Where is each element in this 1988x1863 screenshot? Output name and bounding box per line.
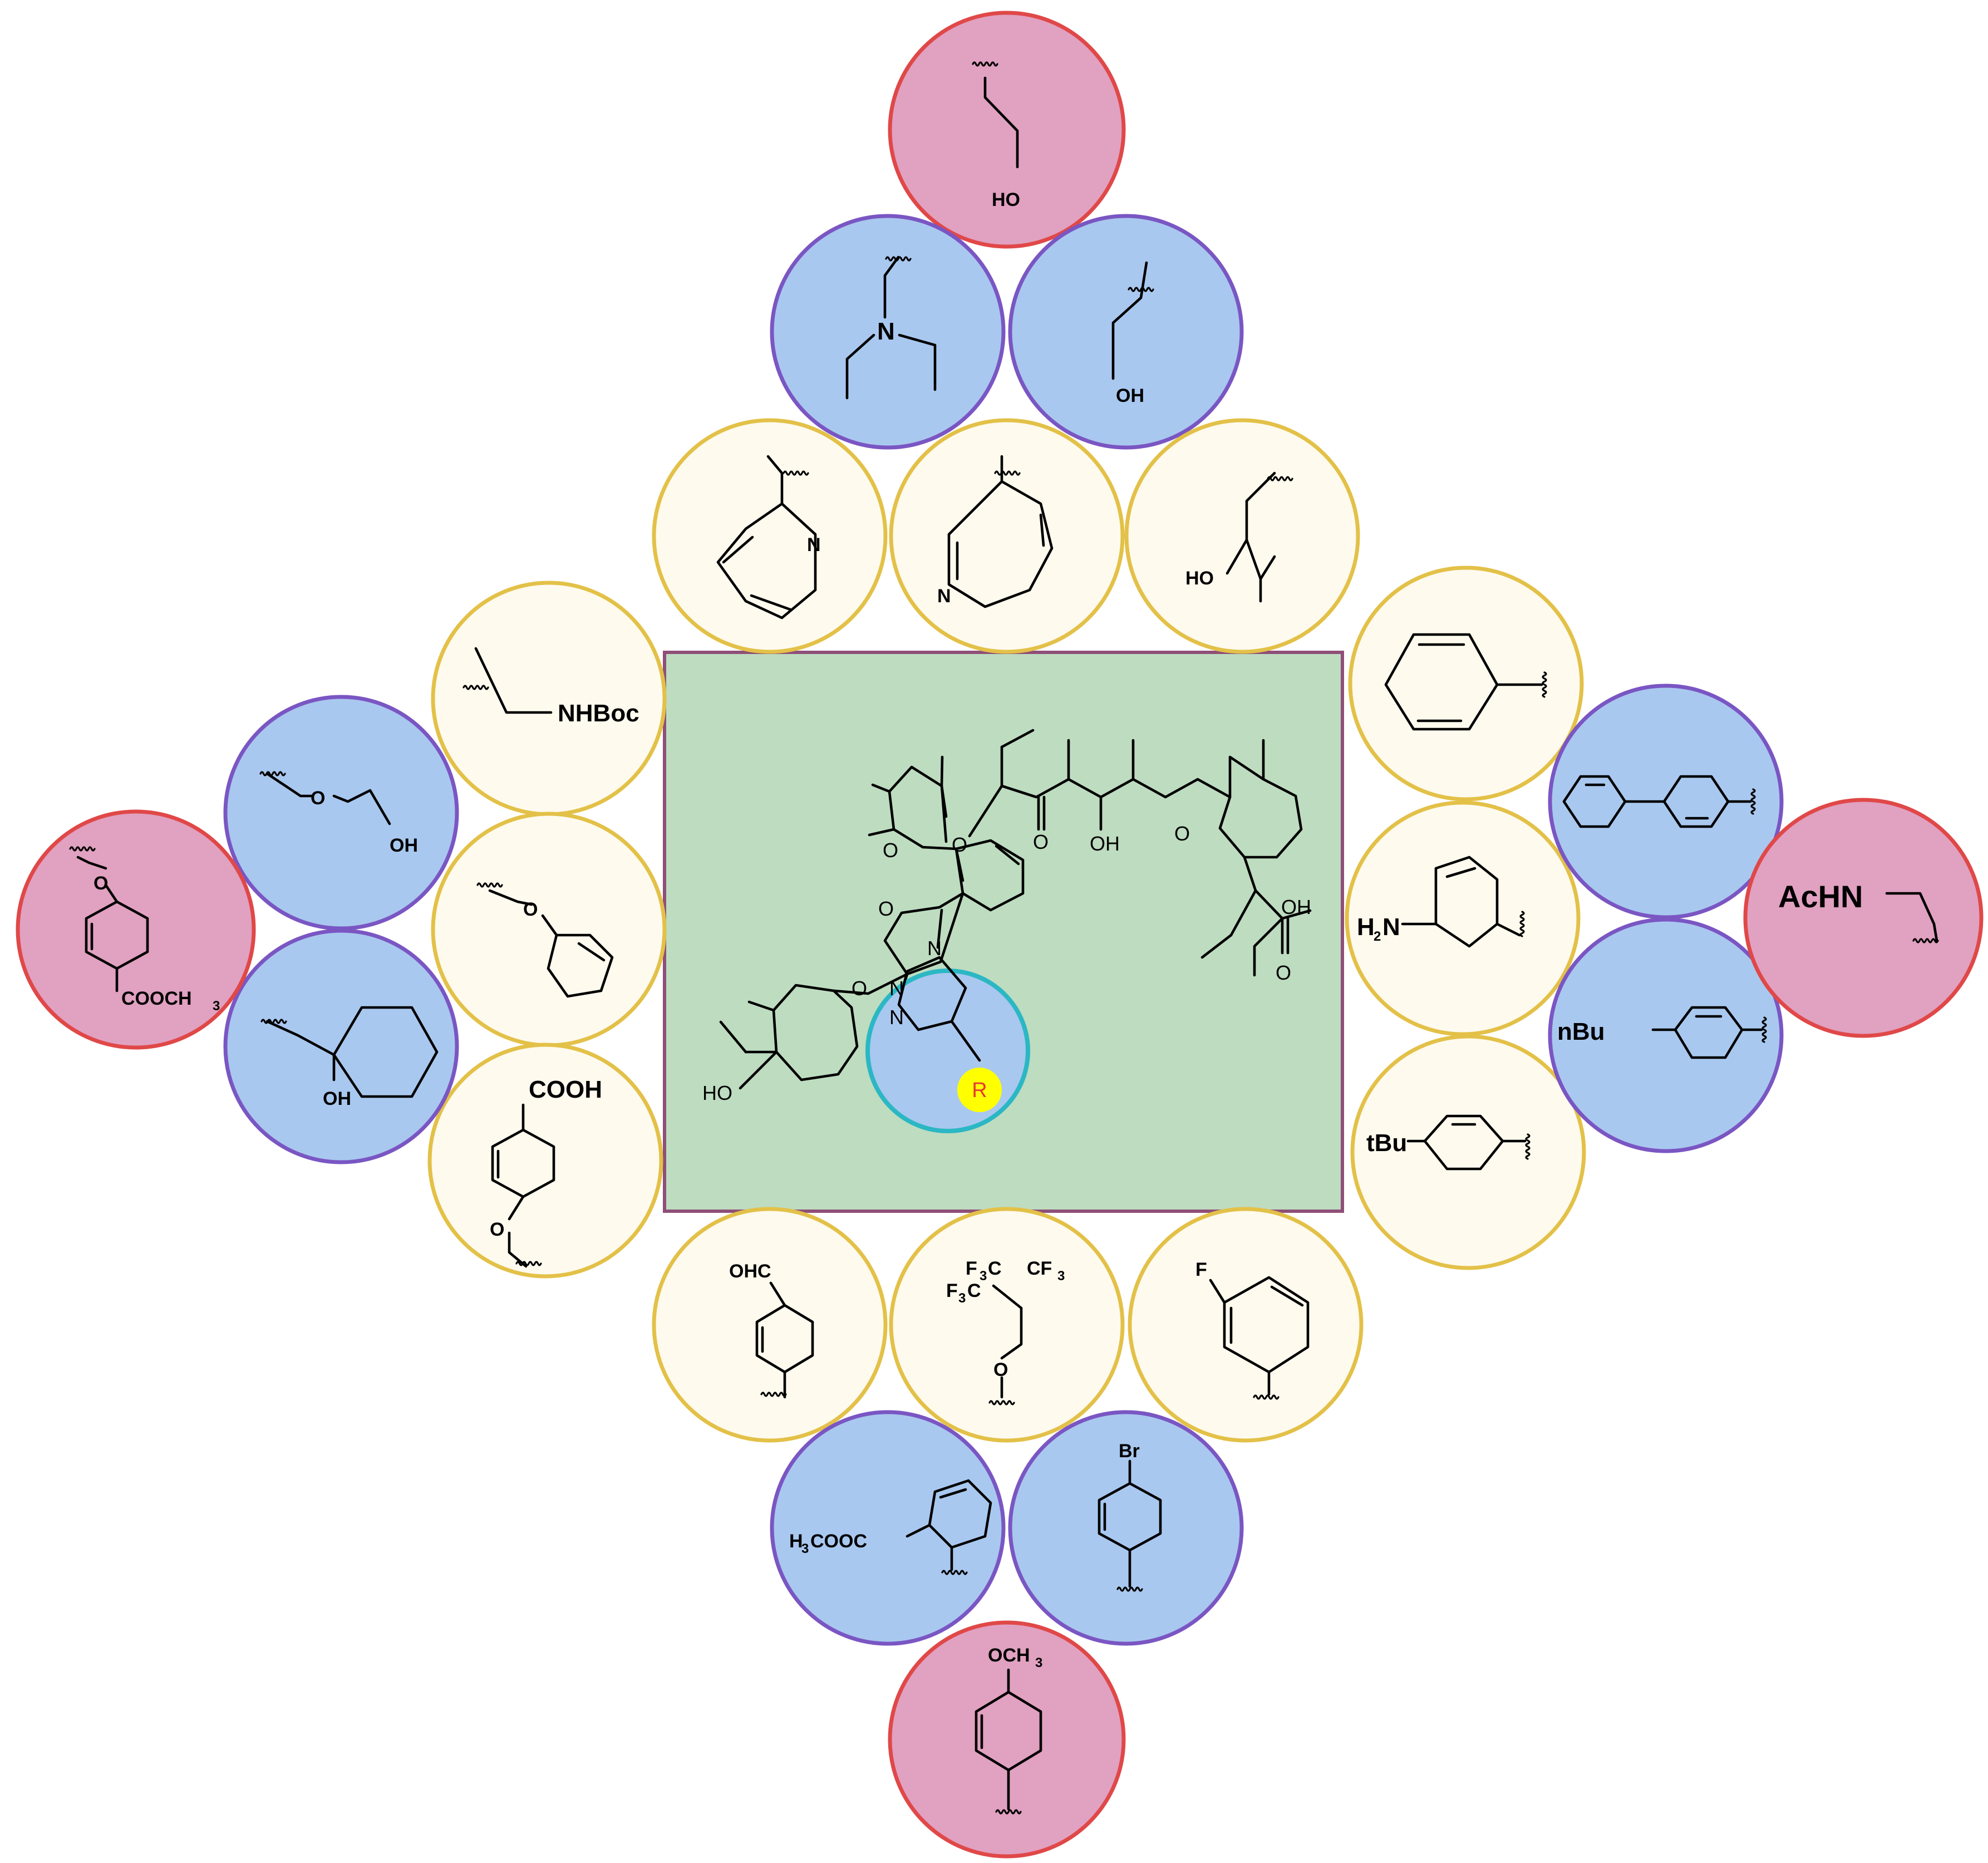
bubble-boc-aminomethyl: NHBoc xyxy=(431,581,667,817)
svg-text:O: O xyxy=(490,1219,504,1240)
svg-text:C: C xyxy=(967,1280,981,1301)
triazole-n3: N xyxy=(889,1006,904,1029)
svg-text:AcHN: AcHN xyxy=(1778,879,1863,914)
svg-text:OHC: OHC xyxy=(729,1261,771,1282)
svg-text:3: 3 xyxy=(213,999,220,1014)
svg-text:CF: CF xyxy=(1027,1258,1052,1279)
core-o2: O xyxy=(883,839,898,862)
svg-text:F: F xyxy=(966,1258,977,1279)
bubble-phenyl xyxy=(1348,566,1584,802)
bubble-aminophenyl: H 2 N xyxy=(1345,800,1581,1036)
core-oh1: OH xyxy=(1090,832,1120,855)
svg-text:3: 3 xyxy=(958,1291,966,1306)
svg-text:F: F xyxy=(946,1280,958,1301)
svg-text:C: C xyxy=(988,1258,1002,1279)
bubble-methoxyphenyl: OCH 3 xyxy=(888,1620,1126,1859)
bubble-methoxycarbonylphenoxymethyl: O COOCH 3 xyxy=(16,809,256,1050)
svg-text:3: 3 xyxy=(1035,1655,1042,1670)
svg-text:OH: OH xyxy=(1116,385,1144,406)
bubble-pyridin-3-yl: N xyxy=(889,418,1125,654)
core-carbonyl-o: O xyxy=(1033,830,1049,853)
core-bonds xyxy=(719,729,1312,1090)
svg-text:3: 3 xyxy=(1057,1269,1065,1284)
svg-text:Br: Br xyxy=(1119,1441,1140,1462)
bubble-hydroxyethoxymethyl: O OH xyxy=(223,695,459,931)
svg-text:HO: HO xyxy=(992,189,1020,210)
svg-text:tBu: tBu xyxy=(1366,1129,1407,1157)
bubble-pyridin-2-ylmethyl: N xyxy=(652,418,888,654)
svg-text:COOCH: COOCH xyxy=(121,988,192,1009)
bubble-hydroxycyclohexylmethyl: OH xyxy=(223,928,459,1164)
bubble-bromophenyl: Br xyxy=(1008,1410,1244,1646)
triazole-n2: N xyxy=(889,977,904,1000)
svg-text:nBu: nBu xyxy=(1557,1018,1605,1045)
bubble-fluorophenyl: F xyxy=(1128,1207,1364,1443)
r-group-marker xyxy=(957,1068,1002,1112)
svg-text:HO: HO xyxy=(1185,568,1214,589)
core-labels: O O O O O O OH HO O OH xyxy=(702,822,1311,1104)
bubble-perfluoro-tert-butoxymethyl: F 3 C CF 3 F 3 C O xyxy=(889,1207,1125,1443)
core-o4: O xyxy=(852,977,867,1000)
svg-text:OH: OH xyxy=(390,835,418,856)
svg-text:COOH: COOH xyxy=(529,1076,602,1103)
core-acid-oh: OH xyxy=(1281,896,1311,918)
bubble-biphenyl xyxy=(1548,684,1784,920)
core-o3: O xyxy=(878,897,894,920)
core-acid-o: O xyxy=(1276,961,1291,984)
bubble-formylphenyl: OHC xyxy=(652,1207,888,1443)
svg-text:O: O xyxy=(993,1359,1008,1380)
core-structure: O O O O O O OH HO O OH N N N R xyxy=(663,651,1344,1213)
triazole-n1: N xyxy=(927,937,942,960)
bubble-hydroxyethyl: OH xyxy=(1008,214,1244,450)
bubble-methoxycarbonylphenyl: H 3 COOC xyxy=(770,1410,1006,1646)
svg-text:N: N xyxy=(1382,913,1400,941)
svg-text:OH: OH xyxy=(323,1088,351,1109)
svg-text:3: 3 xyxy=(980,1269,987,1284)
bubble-tert-butylphenyl: tBu xyxy=(1350,1034,1586,1270)
core-ho-left: HO xyxy=(702,1082,732,1104)
svg-text:OCH: OCH xyxy=(988,1645,1030,1666)
core-o5: O xyxy=(1174,822,1190,845)
svg-text:N: N xyxy=(937,586,951,607)
core-o1: O xyxy=(952,833,967,856)
bubble-carboxyphenoxymethyl: COOH O xyxy=(427,1043,663,1279)
bubble-acetamidomethyl: AcHN xyxy=(1743,798,1984,1038)
bubble-phenoxymethyl: O xyxy=(431,812,667,1048)
bubble-diethylaminoethyl: N xyxy=(770,214,1006,450)
bubble-butylphenyl: nBu xyxy=(1548,917,1784,1153)
svg-text:NHBoc: NHBoc xyxy=(558,700,639,727)
svg-text:3: 3 xyxy=(801,1541,809,1556)
svg-text:H: H xyxy=(789,1531,803,1552)
svg-text:N: N xyxy=(807,534,821,556)
bubble-hydroxy-methylpropyl: HO xyxy=(1124,418,1360,654)
svg-text:O: O xyxy=(94,873,108,894)
svg-text:H: H xyxy=(1357,913,1375,941)
bubble-top-hydroxyethyl: HO xyxy=(888,11,1126,249)
svg-text:O: O xyxy=(523,899,538,920)
triazole-group: N N N R xyxy=(865,937,1030,1133)
core-box xyxy=(663,651,1344,1213)
svg-text:F: F xyxy=(1195,1259,1207,1280)
svg-text:2: 2 xyxy=(1374,929,1381,944)
r-group-label: R xyxy=(972,1079,987,1102)
svg-text:N: N xyxy=(877,318,895,345)
svg-text:COOC: COOC xyxy=(810,1531,867,1552)
svg-text:O: O xyxy=(311,788,325,809)
